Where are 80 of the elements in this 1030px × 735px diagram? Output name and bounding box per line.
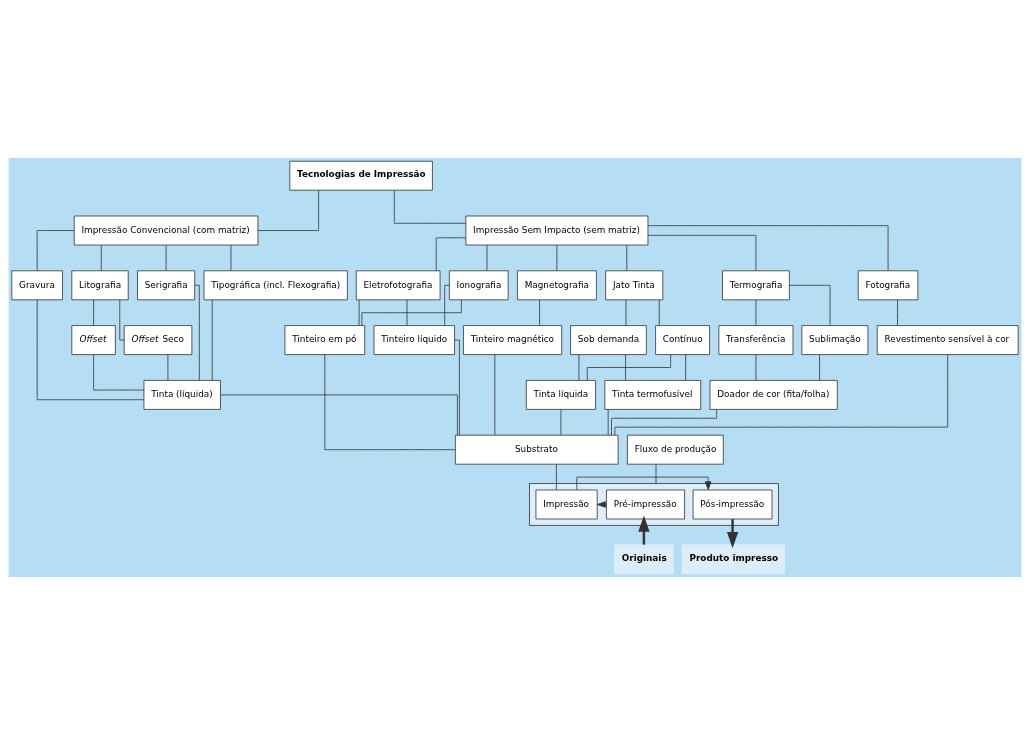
node-box: Serigrafia	[137, 270, 196, 301]
node-box: Tipográfica (incl. Flexografia)	[203, 270, 348, 301]
connector	[220, 394, 458, 436]
node-box: Magnetografia	[517, 270, 597, 301]
node-box: Impressão Sem Impacto (sem matriz)	[465, 215, 649, 246]
connector	[626, 244, 628, 271]
connector	[36, 299, 145, 401]
connector	[100, 244, 102, 271]
connector	[625, 354, 626, 381]
connector	[555, 463, 557, 491]
connector	[211, 299, 213, 381]
node-box: Tinteiro líquido	[373, 325, 455, 355]
connector	[324, 354, 456, 451]
connector	[435, 237, 467, 272]
connector	[655, 463, 657, 484]
connector	[685, 354, 687, 381]
connector	[361, 299, 462, 326]
connector	[556, 244, 558, 271]
connector	[93, 299, 94, 326]
arrow	[576, 476, 712, 491]
connector	[119, 299, 125, 341]
node-box: Originais	[614, 544, 674, 575]
node-box: Impressão Convencional (com matriz)	[73, 215, 259, 246]
node-box: Jato Tinta	[605, 270, 664, 301]
connector	[755, 354, 757, 381]
node-box: Eletrofotografia	[355, 270, 441, 301]
connector	[539, 299, 540, 326]
connector	[167, 354, 169, 381]
node-box: Contínuo	[655, 325, 710, 355]
connector	[658, 299, 660, 326]
connector	[647, 225, 889, 271]
node-box: Tinteiro em pó	[284, 325, 366, 355]
connector	[165, 244, 167, 271]
connector	[494, 354, 496, 436]
connector	[358, 299, 360, 326]
node-box: Sob demanda	[570, 325, 647, 355]
node-box: Tinta líquida	[525, 380, 596, 410]
connector	[789, 284, 831, 326]
connector	[230, 244, 232, 271]
node-box: Tinta termofusível	[604, 380, 702, 410]
node-box: Tecnologias de Impressão	[289, 160, 433, 191]
connector	[36, 230, 75, 272]
node-box: Litografia	[71, 270, 129, 301]
connector	[578, 354, 580, 381]
connector	[614, 354, 949, 436]
connector	[393, 189, 467, 224]
connector	[560, 409, 562, 436]
connector	[607, 409, 609, 436]
connector	[647, 234, 757, 271]
connector	[755, 299, 757, 326]
connector	[406, 299, 408, 326]
connector	[454, 339, 460, 436]
node-box: Pós-impressão	[692, 489, 773, 520]
node-box: Revestimento sensível à cor	[876, 325, 1019, 355]
connector	[625, 299, 627, 326]
node-box: Gravura	[11, 270, 63, 301]
node-box: Doador de cor (fita/folha)	[709, 380, 838, 410]
node-box: Ionografia	[448, 270, 509, 301]
connector	[611, 409, 718, 436]
node-box: Substrato	[454, 434, 619, 465]
connector	[194, 284, 200, 381]
connector	[486, 244, 488, 271]
connector	[257, 190, 319, 231]
node-box: Sublimação	[801, 325, 869, 355]
node-box: Transferência	[718, 325, 794, 355]
node-box: Offset	[71, 325, 116, 355]
node-box: Impressão	[535, 489, 598, 520]
node-box: Fluxo de produção	[627, 434, 724, 465]
connector	[93, 354, 145, 391]
node-box: Tinta (líquida)	[143, 380, 221, 410]
node-box: Termografia	[722, 270, 790, 301]
connector	[444, 284, 450, 326]
arrow	[726, 519, 739, 549]
connector	[819, 354, 820, 381]
node-box: Fotografia	[857, 270, 919, 301]
node-box: Offset Seco	[123, 325, 193, 355]
node-box: Produto impresso	[681, 544, 785, 575]
node-box: Tinteiro magnético	[463, 325, 563, 355]
connector	[897, 299, 898, 326]
connector	[586, 354, 672, 381]
